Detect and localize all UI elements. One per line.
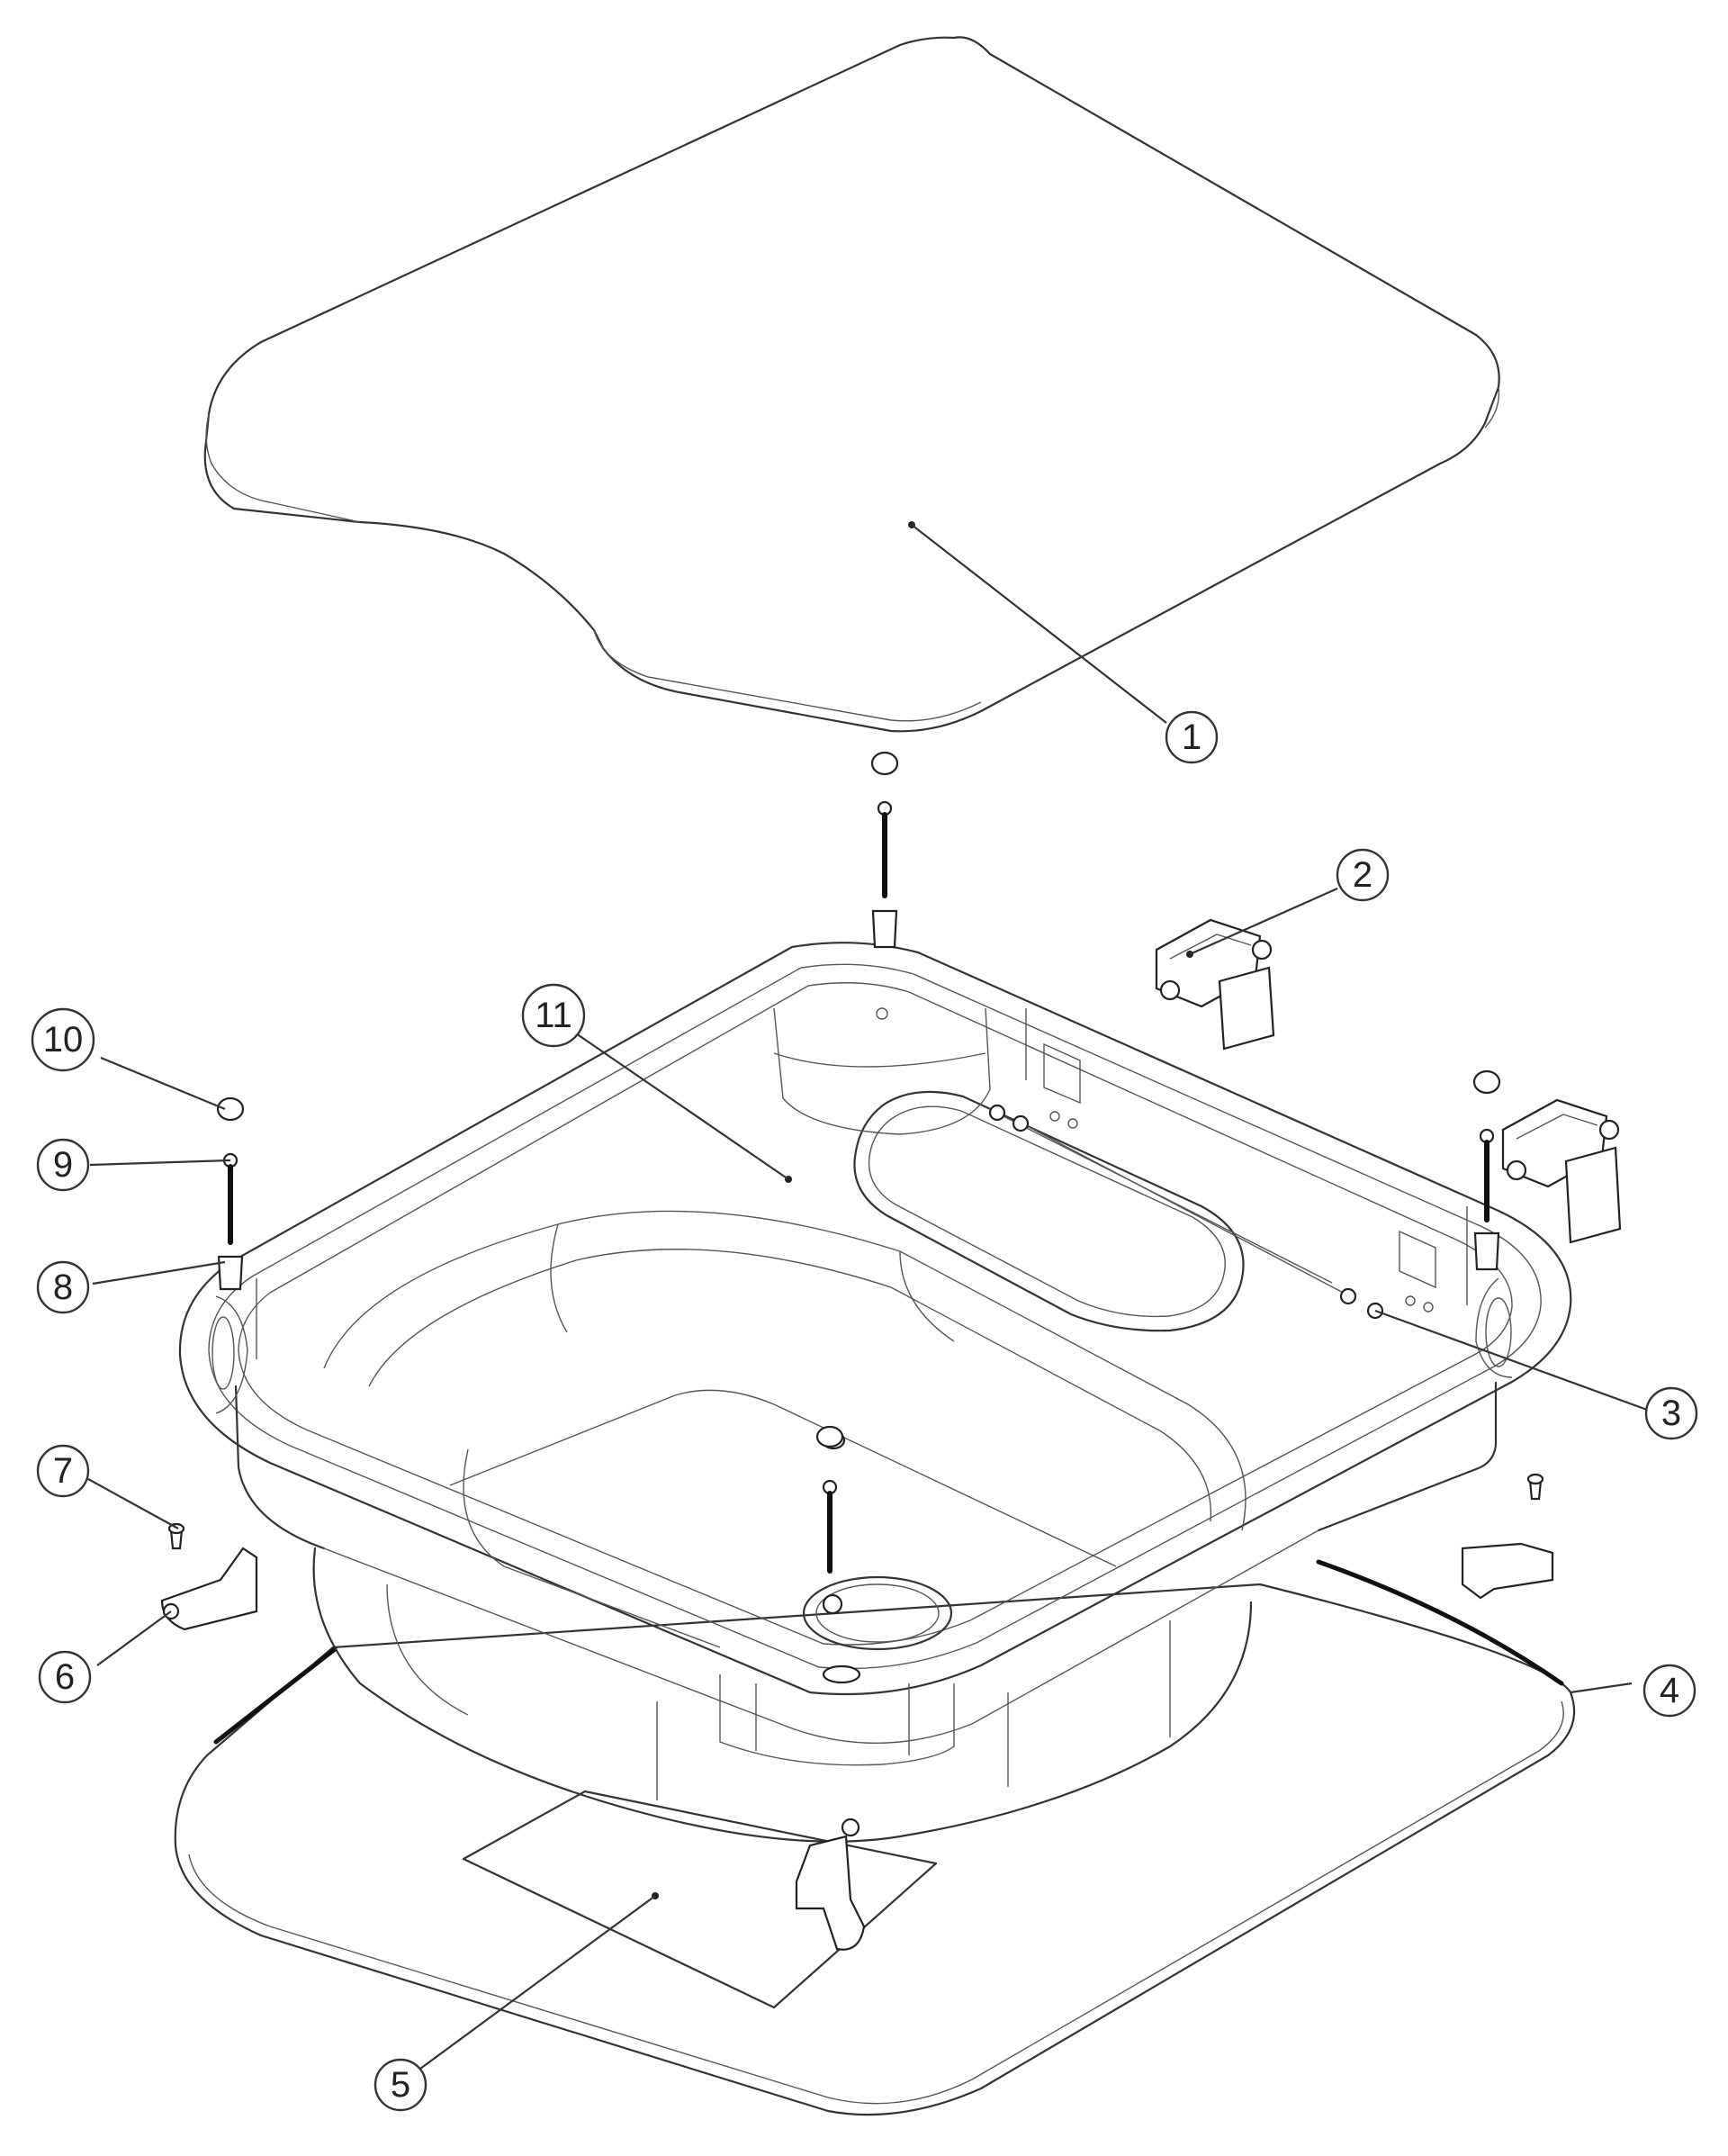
balloon-2: 2	[1336, 848, 1390, 902]
leader-lines	[87, 524, 1648, 2070]
balloon-9: 9	[36, 1138, 90, 1192]
gasket-part-4	[174, 1559, 1576, 2116]
balloon-8-label: 8	[53, 1267, 73, 1307]
latch-front	[795, 1818, 866, 1951]
balloon-3-label: 3	[1661, 1394, 1681, 1433]
fastener-stack-left	[216, 1096, 245, 1291]
balloon-2-label: 2	[1353, 855, 1372, 895]
balloon-7: 7	[36, 1444, 90, 1498]
fastener-stack-center	[870, 751, 899, 949]
balloon-10-label: 10	[43, 1020, 84, 1060]
balloon-1: 1	[1165, 710, 1219, 764]
balloon-6-label: 6	[55, 1657, 75, 1697]
latch-right	[1461, 1473, 1554, 1600]
latch-part-6	[160, 1547, 258, 1631]
hinge-right	[1501, 1098, 1622, 1244]
balloon-6: 6	[38, 1650, 92, 1704]
balloon-9-label: 9	[53, 1145, 73, 1185]
balloon-10: 10	[31, 1007, 95, 1072]
balloon-11: 11	[521, 983, 586, 1048]
fastener-stack-right	[1472, 1069, 1501, 1271]
balloon-11-label: 11	[535, 996, 572, 1035]
balloon-4-label: 4	[1660, 1671, 1679, 1710]
balloon-8: 8	[36, 1260, 90, 1314]
balloon-4: 4	[1642, 1664, 1696, 1718]
lid-part-1	[203, 36, 1500, 733]
balloon-1-label: 1	[1182, 717, 1202, 757]
balloon-5: 5	[374, 2058, 428, 2112]
fastener-stack-front	[815, 1425, 844, 1574]
tub-part-11	[178, 942, 1572, 1843]
pad-part-5	[462, 1790, 938, 2009]
balloon-3: 3	[1644, 1386, 1698, 1440]
balloon-7-label: 7	[53, 1451, 73, 1491]
hinge-part-2	[1155, 918, 1275, 1051]
balloon-5-label: 5	[391, 2065, 410, 2105]
